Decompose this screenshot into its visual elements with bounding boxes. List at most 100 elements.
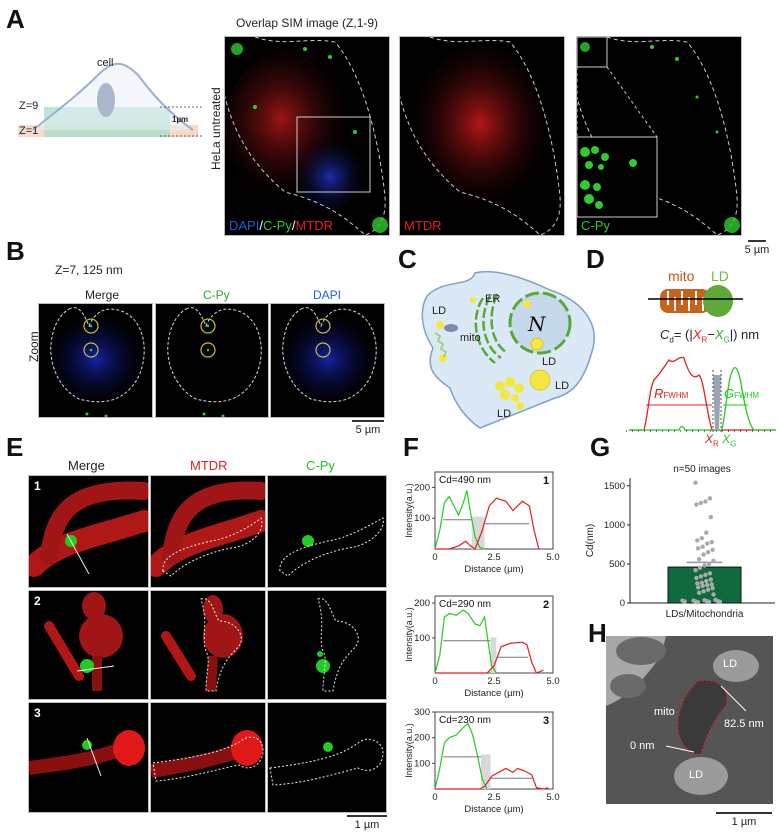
em-ld-bottom: LD (689, 769, 704, 781)
e-row3-mtdr (150, 702, 266, 813)
scale-bar-a: 5 µm (740, 240, 774, 256)
sim-image-mtdr: MTDR (399, 36, 565, 236)
thickness-label: 1µm (172, 115, 189, 124)
fwhm-diagram: RFWHM GFWHM (624, 350, 776, 432)
f-xr-sub: R (701, 335, 708, 345)
svg-text:Cd=230 nm: Cd=230 nm (439, 715, 491, 726)
bar-chart: n=50 images050010001500LDs/MitochondriaC… (585, 464, 775, 620)
scale-bar-h-label: 1 µm (731, 816, 757, 828)
xg-label: X (722, 432, 731, 446)
e-col-cpy: C-Py (306, 458, 335, 473)
e-col-merge: Merge (68, 458, 105, 473)
svg-text:0: 0 (432, 676, 437, 687)
panel-letter-c: C (398, 244, 417, 274)
e-row2-cpy (267, 590, 387, 700)
mtdr-caption: MTDR (404, 218, 442, 233)
f-eq: = (| (673, 327, 693, 342)
cell-label: cell (97, 57, 114, 69)
svg-text:200: 200 (414, 598, 430, 609)
f-c: C (660, 327, 670, 342)
cd-formula: Cd= (|XR−XG|) nm (660, 327, 759, 345)
nucleus-n: N (527, 312, 547, 336)
label-ld-4: LD (497, 408, 512, 420)
f-minus: − (707, 327, 715, 342)
panel-letter-d: D (586, 244, 605, 274)
f-suffix: |) nm (729, 327, 760, 342)
svg-text:0: 0 (432, 552, 437, 563)
em-ld-top: LD (723, 658, 738, 670)
svg-text:5.0: 5.0 (546, 792, 559, 803)
b-subtitle: Z=7, 125 nm (55, 263, 123, 277)
sim-image-cpy: C-Py (576, 36, 742, 236)
f-xg-sub: G (723, 335, 730, 345)
svg-text:Distance (µm): Distance (µm) (464, 804, 523, 815)
label-ld-3: LD (555, 380, 570, 392)
b-col-merge: Merge (85, 288, 120, 302)
e-row3-merge: 3 (28, 702, 149, 813)
svg-text:LDs/Mitochondria: LDs/Mitochondria (666, 609, 744, 620)
b-col-cpy: C-Py (203, 288, 230, 302)
panel-letter-a: A (6, 4, 25, 34)
em-dist-far: 82.5 nm (724, 718, 764, 730)
panel-letter-e: E (6, 432, 24, 462)
svg-text:2.5: 2.5 (487, 792, 500, 803)
row-number-2: 2 (34, 594, 41, 608)
scale-bar-e-label: 1 µm (354, 819, 380, 831)
caption-mtdr: MTDR (295, 218, 334, 233)
svg-text:500: 500 (609, 559, 625, 570)
label-mito: mito (460, 332, 481, 344)
scale-bar-b-label: 5 µm (355, 424, 381, 436)
row-label-hela: HeLa untreated (209, 87, 223, 170)
mito-ld-icon (648, 283, 743, 319)
e-row1-mtdr (150, 475, 266, 588)
svg-text:100: 100 (414, 513, 430, 524)
sim-image-merge: DAPI/C-Py/MTDR (224, 36, 390, 236)
panel-letter-f: F (403, 432, 419, 462)
svg-text:Intensity(a.u.): Intensity(a.u.) (404, 607, 414, 662)
svg-text:2.5: 2.5 (487, 676, 500, 687)
svg-text:Cd=490 nm: Cd=490 nm (439, 475, 491, 486)
svg-text:100: 100 (414, 633, 430, 644)
svg-text:300: 300 (414, 707, 430, 718)
svg-text:Cd(nm): Cd(nm) (585, 524, 596, 557)
cell-diagram: N ER LD mito LD LD LD (415, 268, 600, 430)
svg-text:Cd=290 nm: Cd=290 nm (439, 599, 491, 610)
scale-bar-a-label: 5 µm (744, 244, 770, 256)
sim-title: Overlap SIM image (Z,1-9) (236, 16, 379, 30)
panel-letter-g: G (590, 432, 611, 462)
x-labels: XR XG (705, 432, 737, 449)
xr-label: X (705, 432, 714, 446)
svg-text:2.5: 2.5 (487, 552, 500, 563)
b-image-cpy (155, 303, 269, 418)
e-row1-merge: 1 (28, 475, 149, 588)
d-ld-label: LD (711, 268, 729, 284)
z-bottom-label: Z=1 (19, 125, 39, 137)
label-er: ER (485, 293, 501, 305)
scale-bar-b: 5 µm (350, 420, 386, 436)
caption-dapi: DAPI (229, 218, 260, 233)
svg-text:1: 1 (543, 475, 549, 487)
svg-text:0: 0 (620, 598, 625, 609)
b-col-dapi: DAPI (313, 288, 342, 302)
label-ld-2: LD (542, 356, 557, 368)
panel-letter-h: H (588, 618, 607, 648)
svg-text:1000: 1000 (604, 520, 625, 531)
em-dist-near: 0 nm (630, 740, 655, 752)
svg-text:5.0: 5.0 (546, 676, 559, 687)
caption-sep: / (291, 218, 296, 233)
merge-caption: DAPI/C-Py/MTDR (229, 218, 333, 233)
cell-schematic (18, 50, 208, 150)
svg-text:5.0: 5.0 (546, 552, 559, 563)
svg-text:Intensity(a.u.): Intensity(a.u.) (404, 723, 414, 778)
panel-letter-b: B (6, 236, 25, 266)
svg-text:3: 3 (543, 715, 549, 727)
svg-text:Intensity(a.u.): Intensity(a.u.) (404, 483, 414, 538)
e-col-mtdr: MTDR (190, 458, 228, 473)
svg-text:2: 2 (543, 599, 549, 611)
svg-text:0: 0 (432, 792, 437, 803)
em-image: LD LD mito 82.5 nm 0 nm (606, 636, 773, 804)
